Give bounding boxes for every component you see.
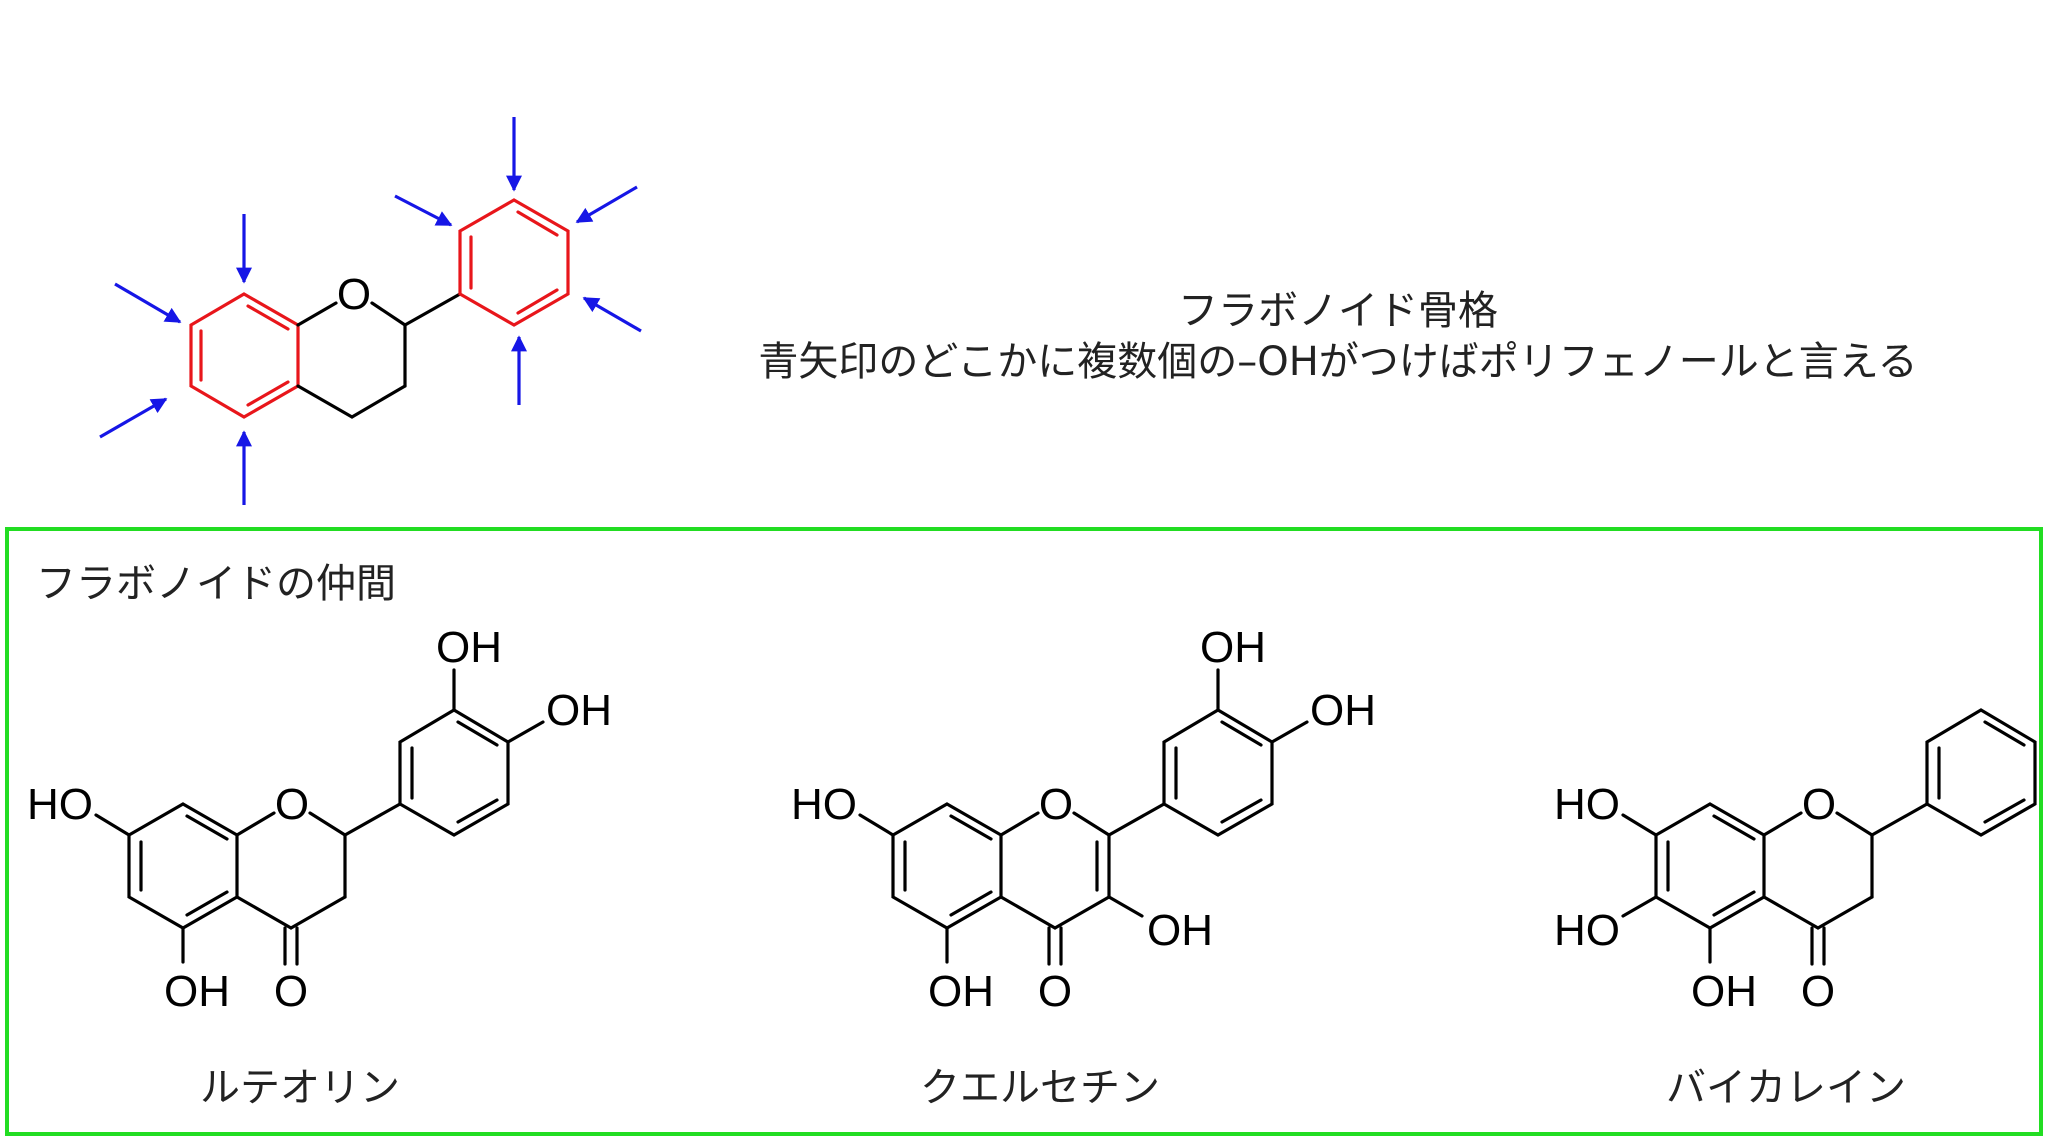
label-oh3p: OH	[1200, 623, 1266, 672]
skeleton-title: フラボノイド骨格	[1178, 288, 1498, 334]
compound-name-quercetin: クエルセチン	[920, 1065, 1160, 1111]
label-oh4p: OH	[1310, 686, 1376, 735]
label-ho6: HO	[1554, 906, 1620, 955]
label-o4: O	[274, 967, 308, 1016]
label-oh3: OH	[1147, 906, 1213, 955]
label-o1: O	[275, 780, 309, 829]
arrow-icon	[99, 397, 168, 439]
family-heading: フラボノイドの仲間	[36, 561, 396, 607]
label-oh3p: OH	[436, 623, 502, 672]
arrow-icon	[582, 296, 642, 333]
ring-a-highlighted	[189, 292, 300, 419]
compound-name-luteolin: ルテオリン	[200, 1065, 400, 1111]
quercetin-structure	[858, 668, 1309, 966]
label-o1: O	[1039, 780, 1073, 829]
label-oh4p: OH	[546, 686, 612, 735]
label-o4: O	[1038, 967, 1072, 1016]
label-oh5: OH	[1691, 967, 1757, 1016]
compound-name-baicalein: バイカレイン	[1666, 1065, 1906, 1111]
ring-c	[296, 292, 462, 419]
arrow-icon	[394, 194, 453, 227]
label-oh5: OH	[164, 967, 230, 1016]
substitution-arrows	[99, 117, 642, 505]
skeleton-subtitle: 青矢印のどこかに複数個の–OHがつけばポリフェノールと言える	[758, 339, 1918, 385]
ring-b-highlighted	[458, 198, 570, 327]
skeleton-ring-oxygen: O	[337, 270, 371, 319]
baicalein-structure	[1621, 708, 2037, 966]
luteolin-structure	[94, 668, 545, 966]
flavonoid-skeleton: O	[99, 117, 642, 505]
label-ho7: HO	[1554, 780, 1620, 829]
arrow-icon	[575, 185, 638, 224]
label-ho7: HO	[27, 780, 93, 829]
arrow-icon	[114, 282, 182, 324]
label-o1: O	[1802, 780, 1836, 829]
label-ho7: HO	[791, 780, 857, 829]
flavonoid-family-box	[5, 527, 2043, 1136]
label-oh5: OH	[928, 967, 994, 1016]
label-o4: O	[1801, 967, 1835, 1016]
